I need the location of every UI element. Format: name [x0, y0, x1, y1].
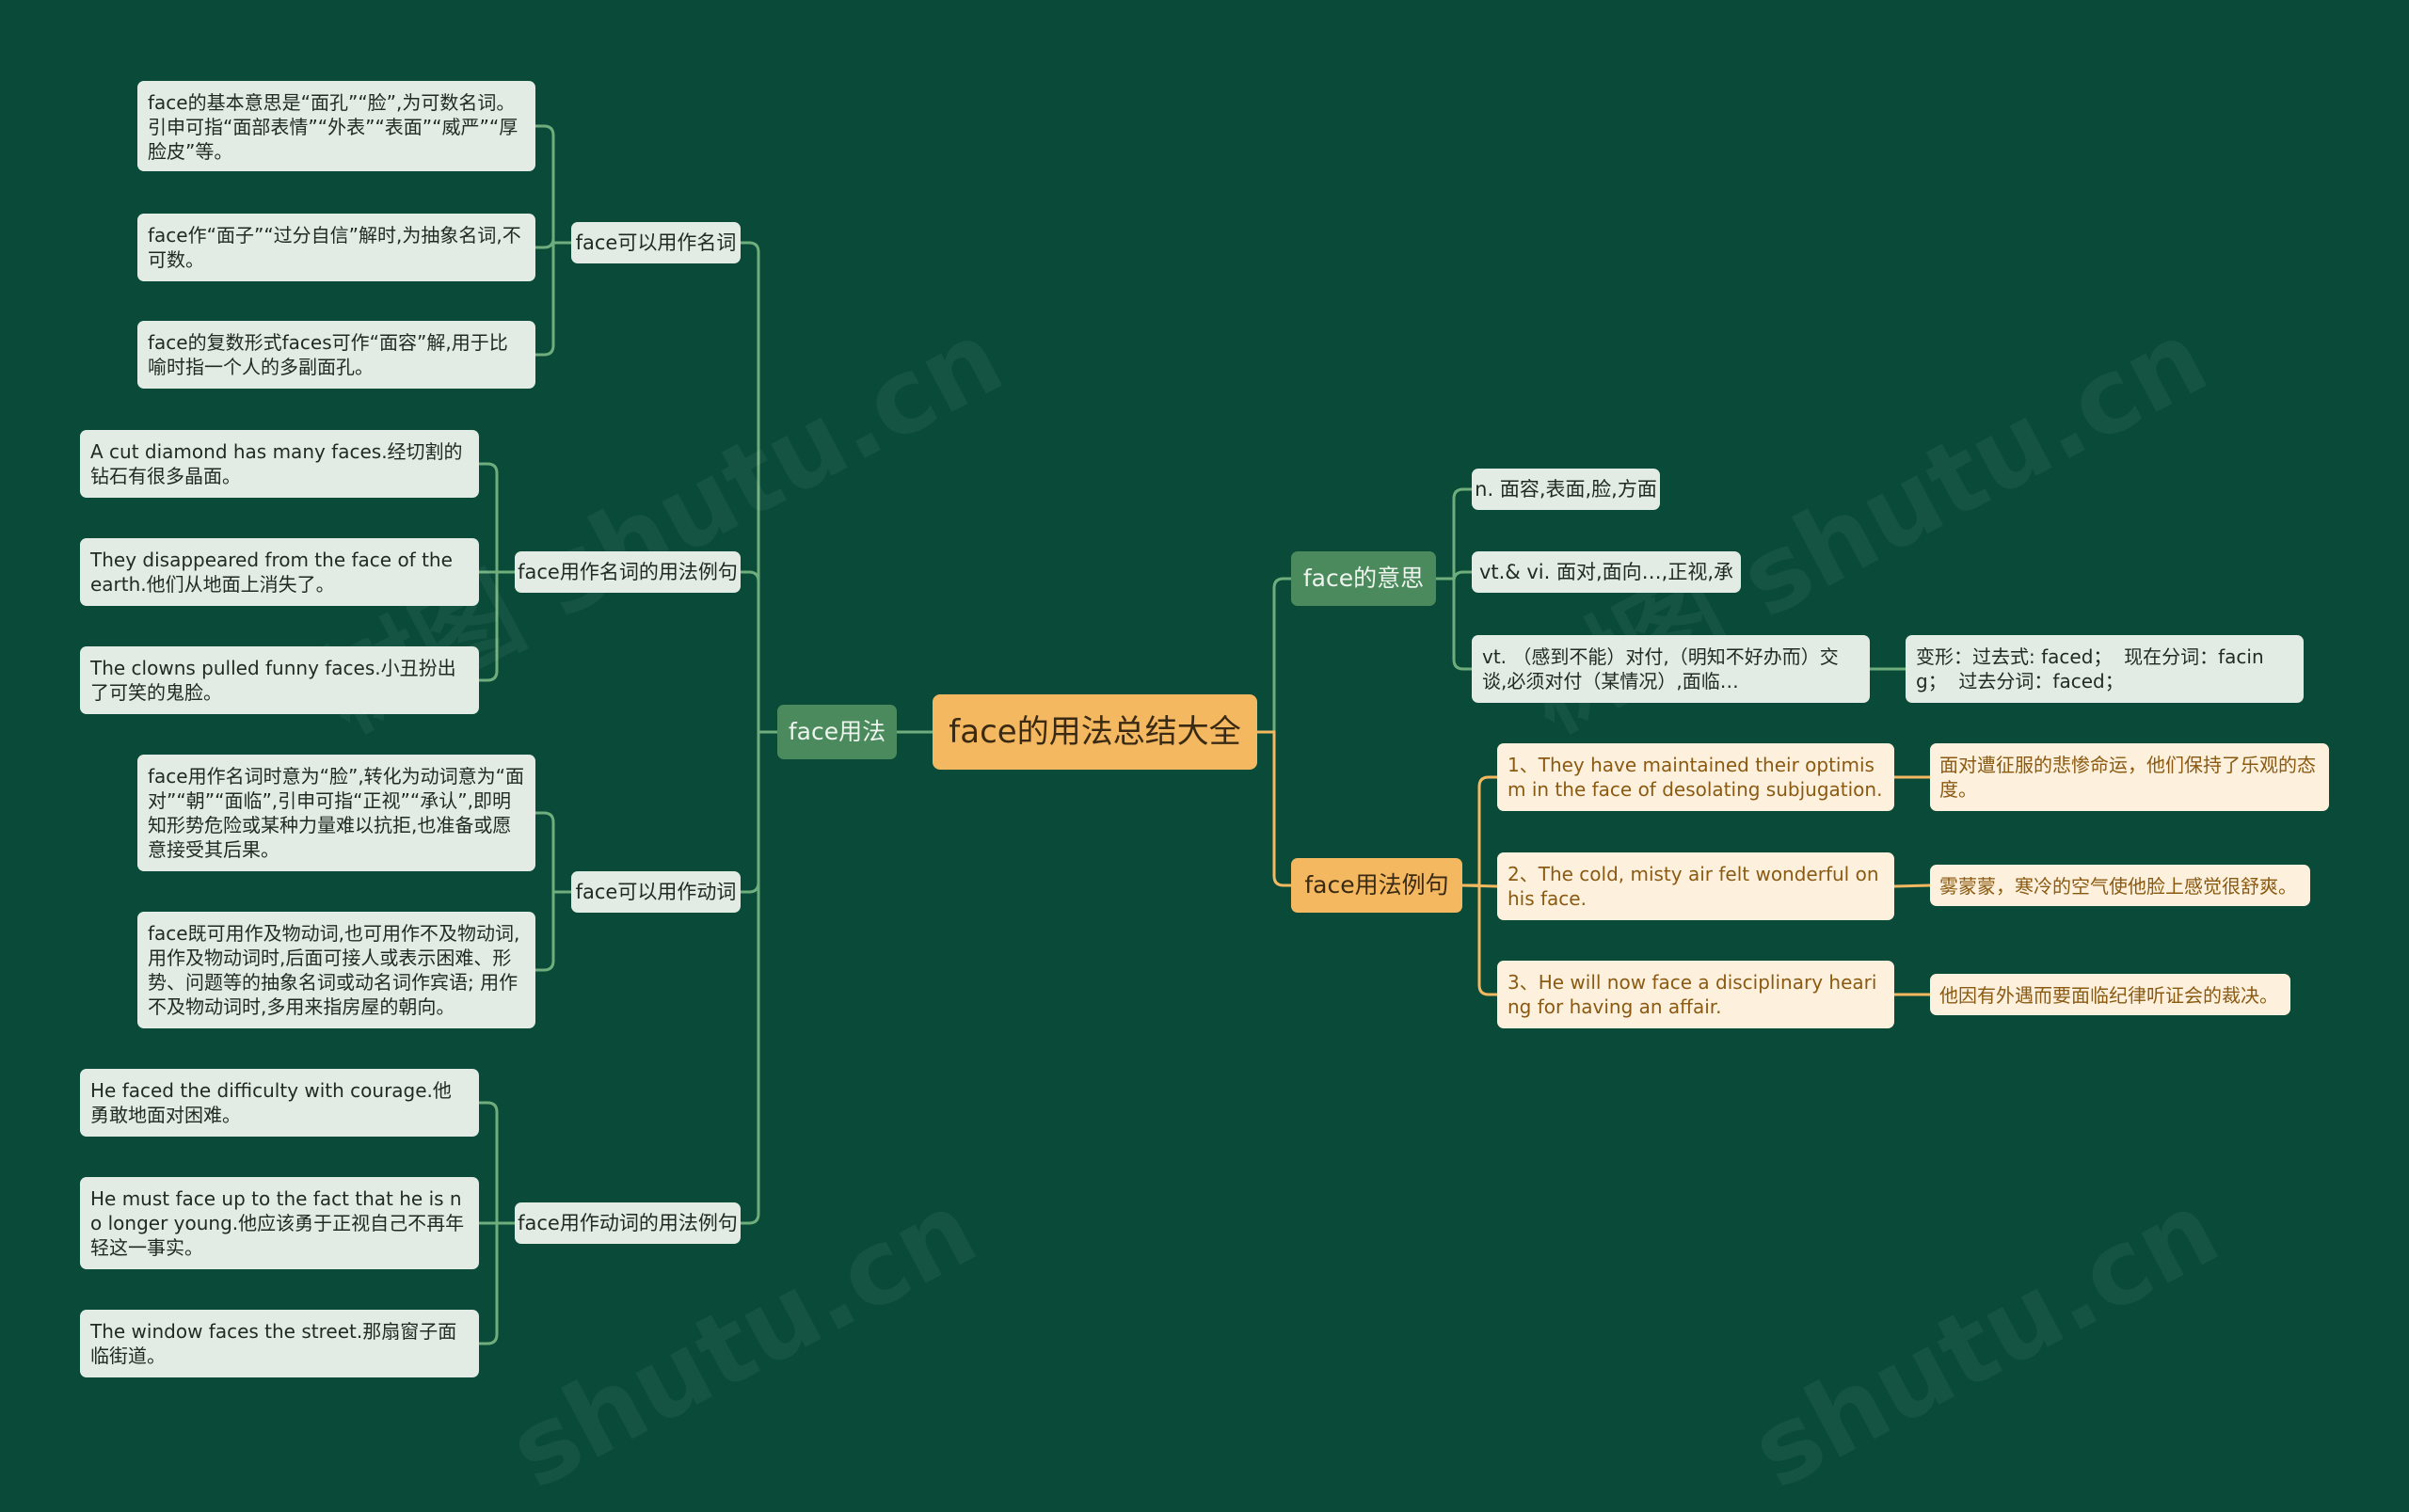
topic-verb-examples[interactable]: face用作动词的用法例句: [515, 1202, 741, 1244]
example-en-2[interactable]: 2、The cold, misty air felt wonderful on …: [1497, 852, 1894, 920]
topic-noun[interactable]: face可以用作名词: [571, 222, 741, 263]
leaf-verb-1[interactable]: face用作名词时意为“脸”,转化为动词意为“面对”“朝”“面临”,引申可指“正…: [137, 755, 535, 871]
leaf-meaning-forms[interactable]: 变形：过去式: faced； 现在分词：facing； 过去分词：faced；: [1906, 635, 2304, 703]
link-verb-ex-3: [477, 1221, 517, 1345]
example-zh-2[interactable]: 雾蒙蒙，寒冷的空气使他脸上感觉很舒爽。: [1930, 865, 2310, 906]
leaf-noun-1[interactable]: face的基本意思是“面孔”“脸”,为可数名词。引申可指“面部表情”“外表”“表…: [137, 81, 535, 171]
link-noun-2: [534, 237, 573, 249]
example-zh-1[interactable]: 面对遭征服的悲惨命运，他们保持了乐观的态度。: [1930, 743, 2329, 811]
leaf-verb-example-1[interactable]: He faced the difficulty with courage.他勇敢…: [80, 1069, 479, 1137]
mind-map-canvas: 树图 shutu.cn 树图 shutu.cn shutu.cn shutu.c…: [80, 81, 2329, 1512]
connector-lines: [477, 124, 1932, 1345]
link-usage-noun: [739, 241, 779, 734]
root-topic[interactable]: face的用法总结大全: [933, 694, 1257, 770]
link-root-meaning: [1255, 577, 1293, 734]
link-verb-1: [534, 811, 573, 894]
leaf-meaning-3[interactable]: vt. （感到不能）对付,（明知不好办而）交谈,必须对付（某情况）,面临…: [1472, 635, 1870, 703]
leaf-noun-2[interactable]: face作“面子”“过分自信”解时,为抽象名词,不可数。: [137, 214, 535, 281]
example-zh-3[interactable]: 他因有外遇而要面临纪律听证会的裁决。: [1930, 974, 2290, 1015]
branch-face-meaning[interactable]: face的意思: [1291, 551, 1436, 606]
leaf-noun-example-3[interactable]: The clowns pulled funny faces.小丑扮出了可笑的鬼脸…: [80, 646, 479, 714]
leaf-meaning-1[interactable]: n. 面容,表面,脸,方面: [1472, 469, 1660, 510]
link-verb-ex-1: [477, 1101, 517, 1225]
leaf-verb-example-2[interactable]: He must face up to the fact that he is n…: [80, 1177, 479, 1269]
link-example-3: [1460, 883, 1499, 996]
link-usage-verb-examples: [739, 730, 779, 1225]
link-example-tr-2: [1892, 883, 1932, 888]
branch-face-usage[interactable]: face用法: [777, 705, 897, 759]
link-noun-ex-1: [477, 462, 517, 574]
example-en-3[interactable]: 3、He will now face a disciplinary hearin…: [1497, 961, 1894, 1028]
link-noun-3: [534, 241, 573, 357]
leaf-noun-example-1[interactable]: A cut diamond has many faces.经切割的钻石有很多晶面…: [80, 430, 479, 498]
link-meaning-1: [1434, 487, 1474, 581]
link-root-examples: [1255, 730, 1293, 887]
link-meaning-3: [1434, 577, 1474, 671]
leaf-verb-example-3[interactable]: The window faces the street.那扇窗子面临街道。: [80, 1310, 479, 1377]
link-usage-noun-examples: [739, 570, 779, 734]
leaf-meaning-2[interactable]: vt.& vi. 面对,面向…,正视,承认: [1472, 551, 1741, 593]
link-verb-2: [534, 890, 573, 972]
link-example-1: [1460, 775, 1499, 887]
leaf-noun-example-2[interactable]: They disappeared from the face of the ea…: [80, 538, 479, 606]
leaf-verb-2[interactable]: face既可用作及物动词,也可用作不及物动词,用作及物动词时,后面可接人或表示困…: [137, 912, 535, 1028]
topic-verb[interactable]: face可以用作动词: [571, 871, 741, 913]
branch-face-examples[interactable]: face用法例句: [1291, 858, 1462, 913]
link-noun-1: [534, 124, 573, 245]
example-en-1[interactable]: 1、They have maintained their optimism in…: [1497, 743, 1894, 811]
topic-noun-examples[interactable]: face用作名词的用法例句: [515, 551, 741, 593]
leaf-noun-3[interactable]: face的复数形式faces可作“面容”解,用于比喻时指一个人的多副面孔。: [137, 321, 535, 389]
link-noun-ex-3: [477, 570, 517, 682]
